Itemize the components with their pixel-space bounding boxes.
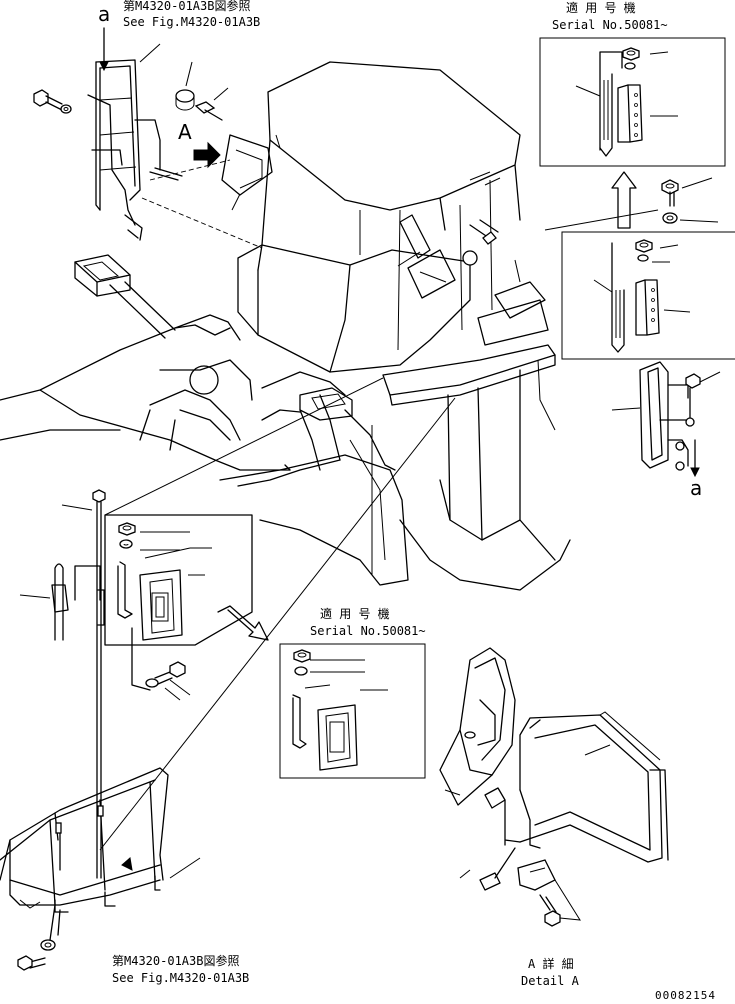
serial-note-bottom-en: Serial No.50081~ (310, 624, 426, 638)
pointer-arrow-icon (217, 605, 269, 641)
serial-note-bottom-jp: 適 用 号 機 (320, 607, 390, 621)
detail-a-caption-jp: A 詳 細 (528, 957, 574, 971)
reference-note-bottom-en: See Fig.M4320-01A3B (112, 971, 250, 985)
cab-body (175, 61, 549, 373)
serial-inset-upper (539, 37, 726, 167)
handrail-assembly-right (544, 177, 721, 478)
view-marker-a-top: a (98, 2, 111, 26)
detail-a-view (439, 647, 669, 927)
detail-a-caption-en: Detail A (521, 974, 579, 988)
view-marker-detail-a: A (178, 120, 192, 144)
serial-inset-lower (561, 231, 735, 360)
reference-note-top-jp: 第M4320-01A3B図参照 (123, 0, 251, 13)
handrail-assembly-bottom (0, 377, 456, 971)
frame-body (0, 254, 571, 591)
drawing-code: 00082154 (655, 989, 716, 1002)
view-marker-a-right: a (690, 476, 703, 500)
reference-note-top-en: See Fig.M4320-01A3B (123, 15, 261, 29)
serial-inset-bottom (279, 643, 426, 779)
serial-note-upper-en: Serial No.50081~ (552, 18, 668, 32)
handrail-assembly-top (33, 27, 263, 249)
up-arrow-icon (611, 171, 637, 229)
serial-note-upper-jp: 適 用 号 機 (566, 1, 636, 15)
reference-note-bottom-jp: 第M4320-01A3B図参照 (112, 954, 240, 968)
inset-frame-left (104, 514, 253, 646)
